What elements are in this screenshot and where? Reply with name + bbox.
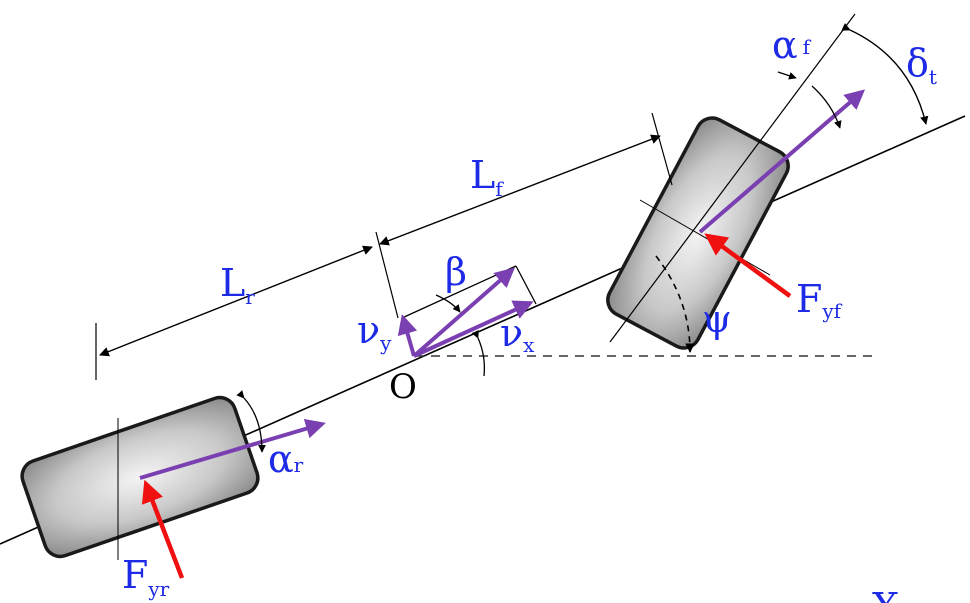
vx-label: νx (500, 311, 535, 357)
cg-ext-line-1 (375, 231, 399, 319)
psi-angle-arc (655, 255, 695, 353)
alpha-r-arc (236, 390, 266, 453)
origin-label: O (389, 367, 417, 407)
vx-vector (413, 300, 534, 358)
fyr-label: Fyr (122, 553, 170, 601)
delta-label: δt (906, 41, 937, 89)
front-tire-heading-line (609, 13, 856, 343)
fyf-force-arrow (704, 233, 792, 298)
rear-velocity-vector (139, 418, 326, 480)
lr-dimension-arrow (99, 245, 373, 357)
beta-label: β (445, 250, 467, 294)
vy-vector (397, 314, 418, 357)
fyf-label: Fyf (796, 277, 843, 323)
x-axis-label: X (872, 585, 899, 603)
heading-angle-arc-o (471, 330, 486, 377)
lr-label: Lr (220, 261, 255, 309)
velocity-box-edge-2 (515, 265, 537, 305)
alpha-f-arc (811, 85, 842, 129)
psi-label: ψ (702, 297, 732, 341)
lf-dimension-arrow (379, 134, 661, 246)
alpha-r-label: αr (268, 437, 304, 481)
fyr-force-arrow (141, 479, 185, 579)
alpha-f-tick (777, 71, 797, 80)
v-vector (412, 267, 516, 358)
beta-angle-arc (435, 294, 461, 313)
vy-label: νy (357, 308, 392, 355)
delta-arc (841, 22, 929, 125)
front-ext-line (651, 112, 673, 186)
lf-label: Lf (470, 153, 504, 201)
